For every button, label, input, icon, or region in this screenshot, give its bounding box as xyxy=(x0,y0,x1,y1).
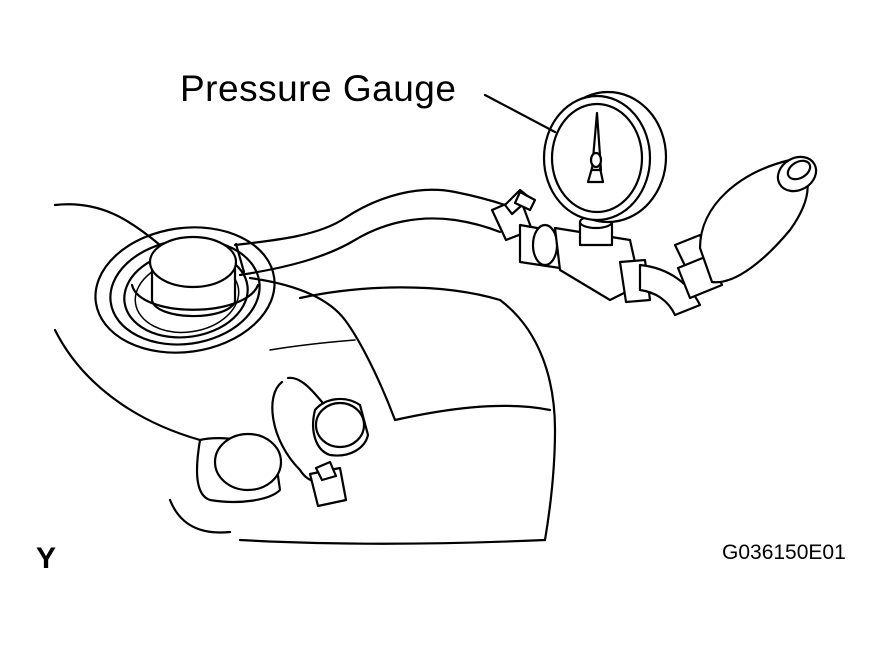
fuel-tank xyxy=(53,203,557,545)
test-hose xyxy=(224,188,507,278)
pressure-gauge xyxy=(542,90,668,224)
vapor-connectors xyxy=(195,376,370,508)
hand-pump-bulb xyxy=(638,155,818,317)
view-letter-label: Y xyxy=(36,542,57,575)
callout-leader-line xyxy=(483,93,557,134)
pressure-gauge-label: Pressure Gauge xyxy=(180,68,457,109)
tee-fitting xyxy=(518,214,652,304)
figure-id-label: G036150E01 xyxy=(722,541,846,564)
filler-cap-adapter xyxy=(130,235,260,318)
